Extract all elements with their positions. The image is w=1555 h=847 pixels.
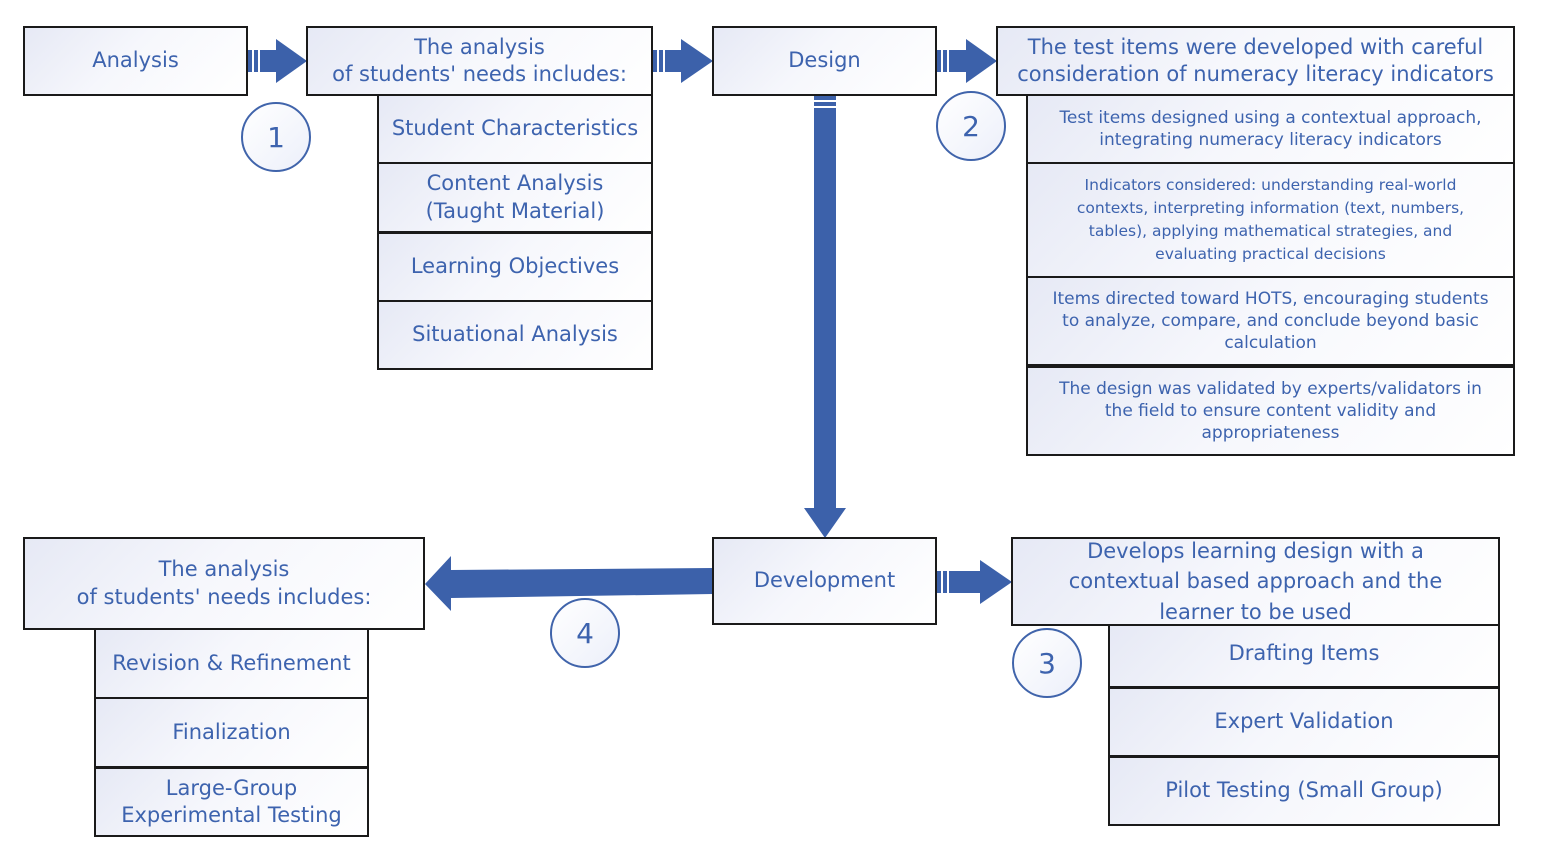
design-group-header-text: The test items were developed with caref… [1017, 34, 1494, 86]
analysis-item-text: Student Characteristics [391, 116, 639, 141]
arrow-down-icon [804, 96, 846, 538]
arrow-right-icon [248, 39, 307, 83]
analysis-item: Situational Analysis [377, 300, 653, 370]
implementation-item-text: Revision & Refinement [112, 650, 351, 675]
step-number: 1 [267, 120, 285, 154]
stage-development: Development [712, 537, 937, 625]
arrow-right-icon [937, 39, 997, 83]
analysis-item: Content Analysis (Taught Material) [377, 162, 653, 233]
step-number-badge: 4 [550, 598, 620, 668]
analysis-item-text: Content Analysis (Taught Material) [425, 171, 605, 223]
design-item-text: Items directed toward HOTS, encouraging … [1052, 288, 1489, 354]
implementation-group-header-text: The analysis of students' needs includes… [76, 557, 372, 609]
development-item-text: Pilot Testing (Small Group) [1165, 778, 1443, 803]
analysis-group-header-text: The analysis of students' needs includes… [332, 34, 627, 86]
step-number-badge: 2 [936, 91, 1006, 161]
stage-design: Design [712, 26, 937, 96]
design-item: Test items designed using a contextual a… [1026, 94, 1515, 164]
development-group-header: Develops learning design with a contextu… [1011, 537, 1500, 626]
step-number: 3 [1038, 646, 1056, 680]
development-item-text: Drafting Items [1228, 641, 1380, 665]
analysis-item-text: Situational Analysis [412, 322, 618, 347]
implementation-group-header: The analysis of students' needs includes… [23, 537, 425, 630]
step-number: 4 [576, 616, 594, 650]
design-group-header: The test items were developed with caref… [996, 26, 1515, 96]
implementation-item: Finalization [94, 697, 369, 768]
implementation-item-text: Finalization [172, 719, 291, 744]
implementation-item: Large-Group Experimental Testing [94, 767, 369, 837]
development-group-header-text: Develops learning design with a contextu… [1068, 538, 1443, 624]
development-item: Expert Validation [1108, 687, 1500, 757]
design-item-text: Indicators considered: understanding rea… [1076, 175, 1465, 264]
analysis-item: Learning Objectives [377, 232, 653, 302]
implementation-item: Revision & Refinement [94, 628, 369, 699]
implementation-item-text: Large-Group Experimental Testing [121, 775, 342, 827]
development-item: Pilot Testing (Small Group) [1108, 756, 1500, 826]
analysis-group-header: The analysis of students' needs includes… [306, 26, 653, 96]
step-number-badge: 3 [1012, 628, 1082, 698]
analysis-item: Student Characteristics [377, 94, 653, 164]
design-item: The design was validated by experts/vali… [1026, 366, 1515, 456]
arrow-right-icon [653, 39, 713, 83]
design-item: Indicators considered: understanding rea… [1026, 162, 1515, 278]
stage-development-label: Development [753, 568, 896, 593]
development-item-text: Expert Validation [1214, 709, 1394, 734]
step-number-badge: 1 [241, 102, 311, 172]
design-item: Items directed toward HOTS, encouraging … [1026, 276, 1515, 366]
stage-design-label: Design [788, 48, 861, 73]
analysis-item-text: Learning Objectives [410, 254, 620, 279]
arrow-right-icon [937, 560, 1012, 604]
design-item-text: Test items designed using a contextual a… [1059, 107, 1482, 150]
development-item: Drafting Items [1108, 624, 1500, 688]
stage-analysis: Analysis [23, 26, 248, 96]
step-number: 2 [962, 109, 980, 143]
design-item-text: The design was validated by experts/vali… [1059, 378, 1482, 444]
stage-analysis-label: Analysis [92, 48, 179, 73]
